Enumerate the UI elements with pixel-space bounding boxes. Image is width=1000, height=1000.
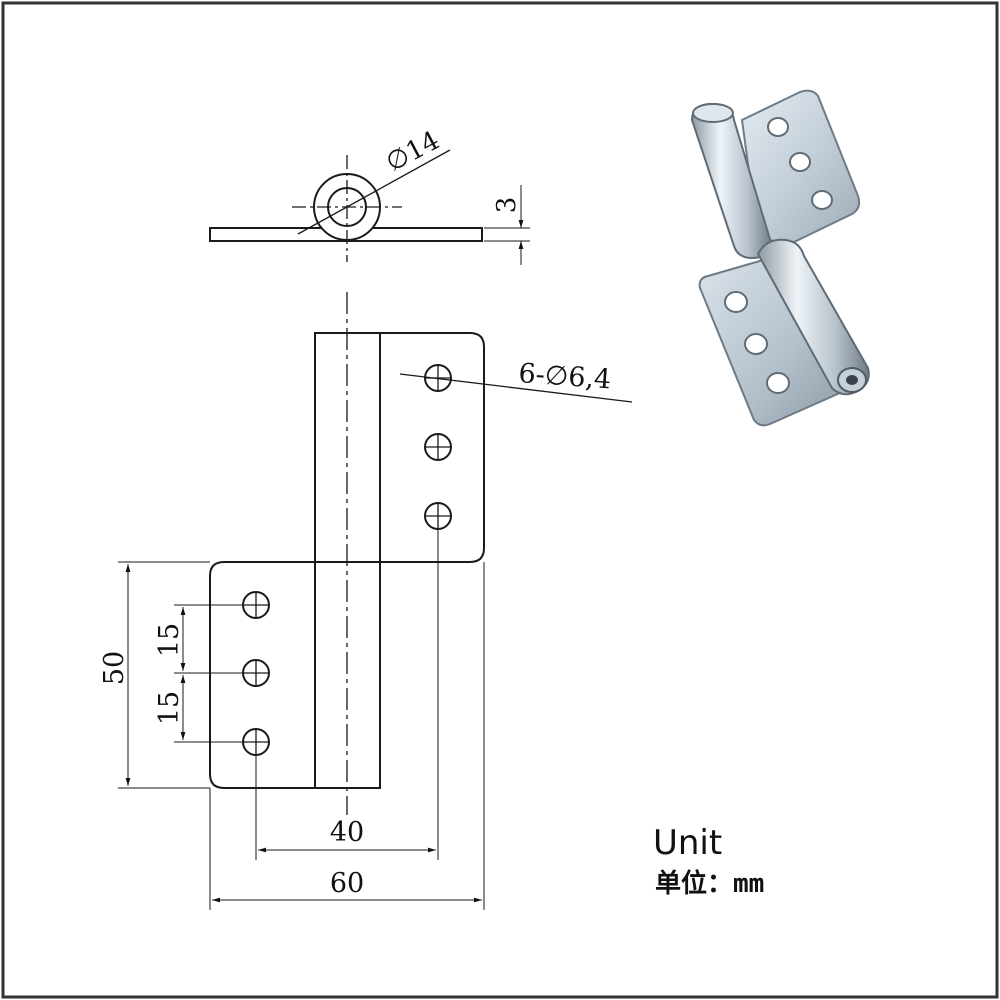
hole-upper-3	[424, 502, 452, 530]
top-view	[209, 149, 530, 265]
height-label: 50	[99, 651, 130, 685]
photo-pin-bottom-core	[846, 375, 858, 385]
holes-label: 6-∅6,4	[518, 358, 613, 395]
holes-leader	[399, 373, 633, 403]
unit-title: Unit	[653, 823, 722, 863]
hole-upper-2	[424, 433, 452, 461]
spacing-lower-label: 15	[154, 691, 185, 725]
photo-lower-pin	[756, 238, 870, 396]
span-label: 40	[330, 817, 364, 848]
photo-pin-top	[692, 103, 734, 123]
lower-leaf	[209, 561, 381, 789]
photo-hole-6	[766, 372, 790, 394]
photo-hole-4	[724, 291, 748, 313]
hinge-photo	[690, 89, 870, 427]
photo-hole-5	[744, 333, 768, 355]
width-label: 60	[330, 868, 364, 899]
hole-lower-2	[242, 659, 270, 687]
spacing-upper-label: 15	[154, 623, 185, 657]
hole-lower-1	[242, 591, 270, 619]
photo-hole-2	[789, 152, 811, 172]
upper-leaf	[314, 332, 485, 563]
hole-lower-3	[242, 728, 270, 756]
thickness-label: 3	[492, 197, 522, 214]
pin-diameter-leader	[297, 149, 451, 235]
unit-label: 单位：mm	[655, 868, 764, 899]
photo-hole-1	[767, 117, 789, 137]
photo-hole-3	[811, 190, 833, 210]
dimension-lines	[118, 529, 485, 910]
